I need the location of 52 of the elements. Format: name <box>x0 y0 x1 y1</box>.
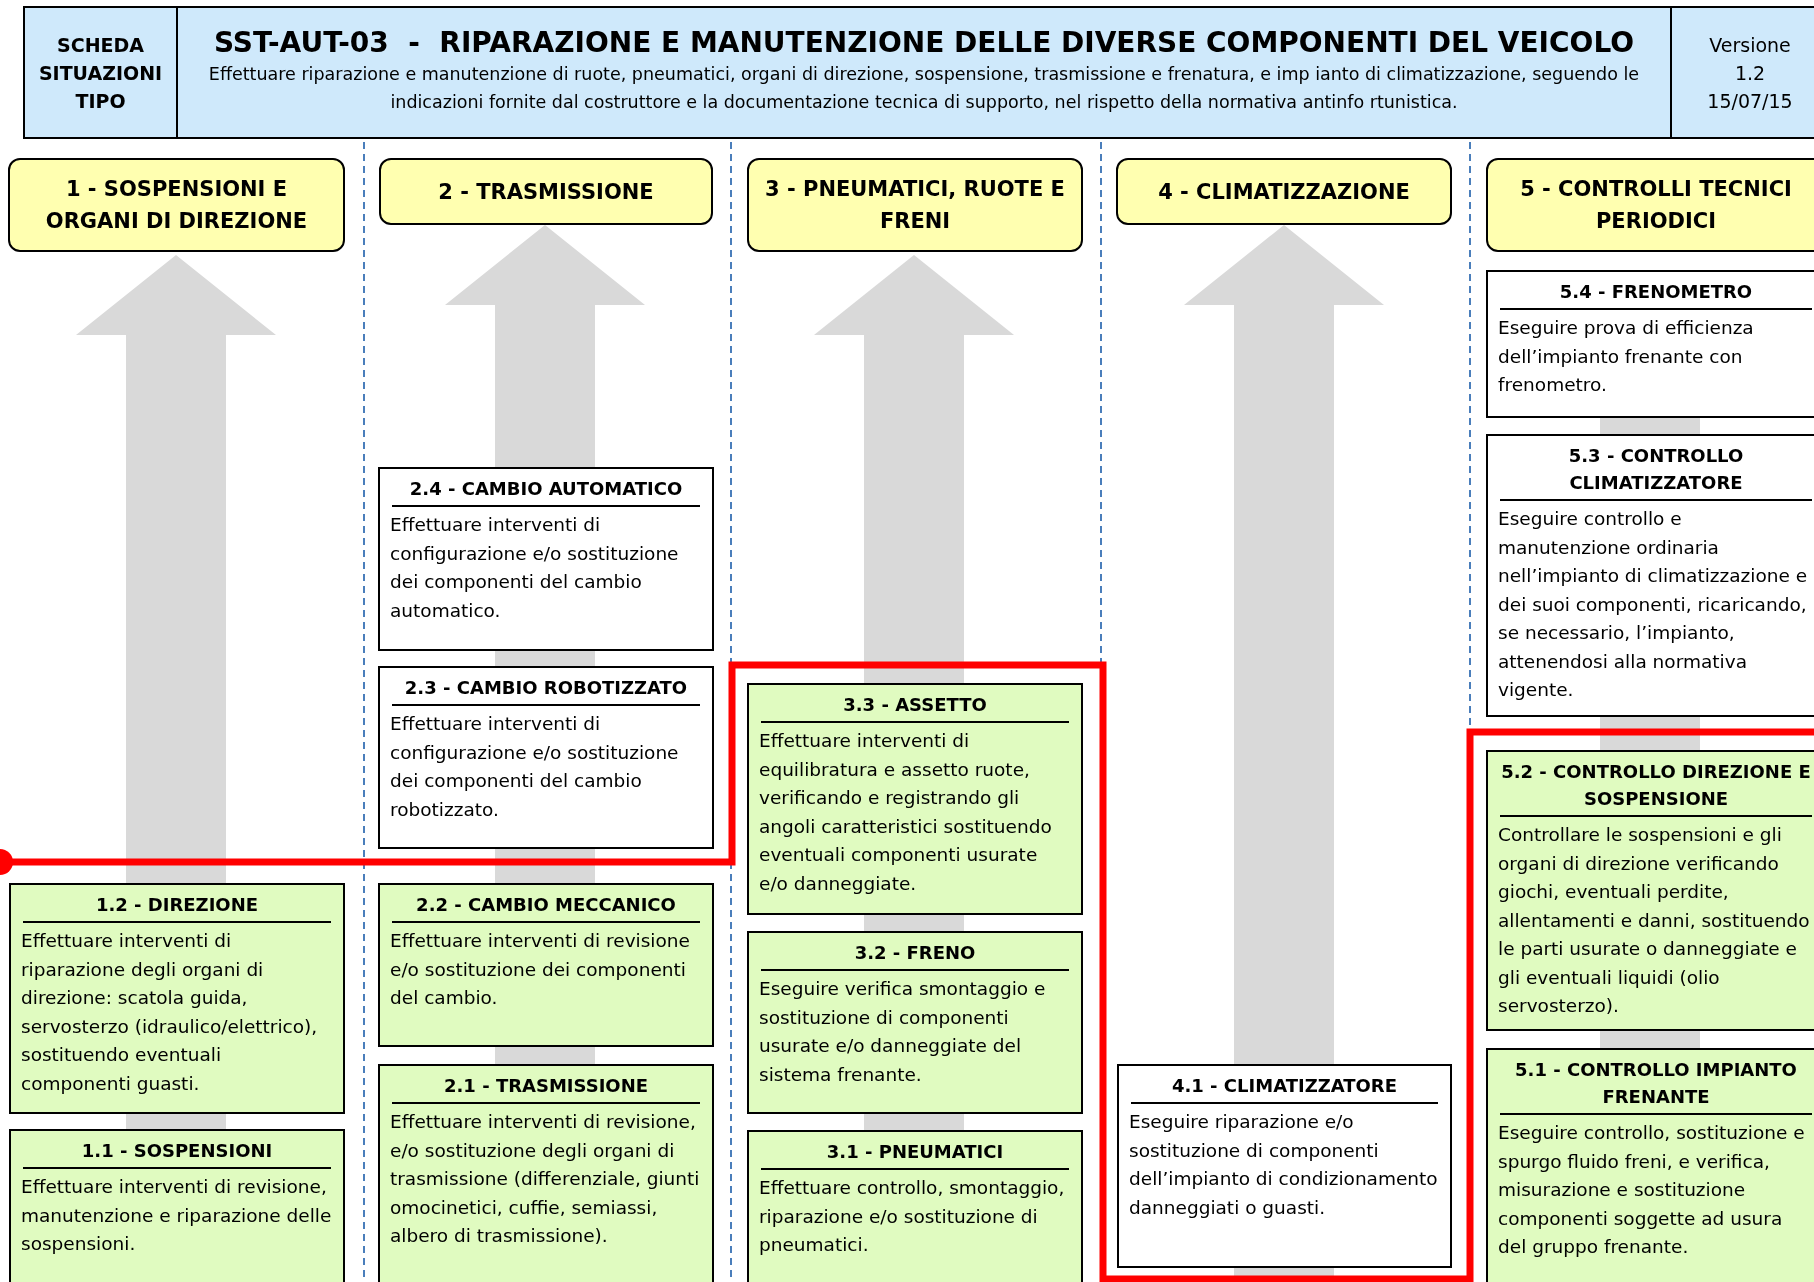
card-heading: 5.4 - FRENOMETRO <box>1500 278 1812 310</box>
card-heading: 5.3 - CONTROLLO CLIMATIZZATORE <box>1500 442 1812 501</box>
card-heading: 2.1 - TRASMISSIONE <box>392 1072 700 1104</box>
card-text: Eseguire verifica smontaggio e sostituzione di componenti usurate e/o danneggiate del sistema frenante. <box>759 977 1047 1087</box>
header-cell: Versione 1.2 15/07/15 <box>1670 6 1814 139</box>
card-text: Effettuare interventi di revisione e/o sostituzione dei componenti del cambio. <box>390 929 691 1010</box>
card-heading: 4.1 - CLIMATIZZATORE <box>1131 1072 1438 1104</box>
card-heading: 5.1 - CONTROLLO IMPIANTO FRENANTE <box>1500 1056 1812 1115</box>
task-card <box>1486 1048 1814 1282</box>
card-text: Eseguire controllo, sostituzione e spurgo fluido freni, e verifica, misurazione e sostituzione componenti soggette ad usura del gruppo frenante. <box>1498 1121 1806 1259</box>
card-heading: 3.1 - PNEUMATICI <box>761 1138 1069 1170</box>
header-cell: SCHEDA SITUAZIONI TIPO <box>23 6 178 139</box>
task-card <box>378 666 714 849</box>
card-text: Eseguire controllo e manutenzione ordinaria nell’impianto di climatizzazione e dei suoi componenti, ricaricando, se necessario, l’impianto, attenendosi alla normativa vigente. <box>1498 507 1809 702</box>
title-cell <box>176 6 1672 139</box>
column-header: 4 - CLIMATIZZAZIONE <box>1116 158 1452 225</box>
task-card <box>378 467 714 651</box>
card-heading: 2.4 - CAMBIO AUTOMATICO <box>392 475 700 507</box>
column-header: 5 - CONTROLLI TECNICI PERIODICI <box>1486 158 1814 252</box>
task-card <box>1486 270 1814 418</box>
task-card <box>747 683 1083 915</box>
card-text: Controllare le sospensioni e gli organi di direzione verificando giochi, eventuali perdite, allentamenti e danni, sostituendo le parti usurate o danneggiate e gli eventuali liquidi (olio servosterzo). <box>1498 823 1811 1018</box>
column-header: 2 - TRASMISSIONE <box>379 158 713 225</box>
card-heading: 1.1 - SOSPENSIONI <box>23 1137 331 1169</box>
task-card <box>1117 1064 1452 1268</box>
task-card <box>9 883 345 1114</box>
card-heading: 5.2 - CONTROLLO DIREZIONE E SOSPENSIONE <box>1500 758 1812 817</box>
card-heading: 2.2 - CAMBIO MECCANICO <box>392 891 700 923</box>
card-heading: 3.3 - ASSETTO <box>761 691 1069 723</box>
task-card <box>1486 750 1814 1031</box>
task-card <box>9 1129 345 1282</box>
card-text: Effettuare interventi di equilibratura e assetto ruote, verificando e registrando gli angoli caratteristici sostituendo eventuali componenti usurate e/o danneggiate. <box>759 729 1053 896</box>
card-text: Effettuare interventi di riparazione degli organi di direzione: scatola guida, servosterzo (idraulico/elettrico), sostituendo eventuali componenti guasti. <box>21 929 319 1096</box>
task-card <box>747 931 1083 1114</box>
card-text: Eseguire prova di efficienza dell’impianto frenante con frenometro. <box>1498 316 1755 397</box>
card-text: Effettuare controllo, smontaggio, riparazione e/o sostituzione di pneumatici. <box>759 1176 1066 1257</box>
card-heading: 2.3 - CAMBIO ROBOTIZZATO <box>392 674 700 706</box>
subtitle: Effettuare riparazione e manutenzione di ruote, pneumatici, organi di direzione, sospensione, trasmissione e frenatura, e imp ianto di climatizzazione, seguendo le indicazioni fornite dal costruttore e la documentazione tecnica di supporto, nel rispetto della normativa antinfo rtunistica. <box>207 63 1641 114</box>
card-heading: 3.2 - FRENO <box>761 939 1069 971</box>
task-card <box>378 883 714 1047</box>
card-text: Effettuare interventi di revisione, e/o sostituzione degli organi di trasmissione (differenziale, giunti omocinetici, cuffie, semiassi, albero di trasmissione). <box>390 1110 701 1248</box>
card-heading: 1.2 - DIREZIONE <box>23 891 331 923</box>
title: SST-AUT-03 - RIPARAZIONE E MANUTENZIONE DELLE DIVERSE COMPONENTI DEL VEICOLO <box>212 26 1636 60</box>
column-header: 1 - SOSPENSIONI E ORGANI DI DIREZIONE <box>8 158 345 252</box>
task-card <box>747 1130 1083 1282</box>
card-text: Eseguire riparazione e/o sostituzione di componenti dell’impianto di condizionamento danneggiati o guasti. <box>1129 1110 1439 1220</box>
card-text: Effettuare interventi di configurazione e/o sostituzione dei componenti del cambio automatico. <box>390 513 680 623</box>
task-card <box>1486 434 1814 717</box>
card-text: Effettuare interventi di revisione, manutenzione e riparazione delle sospensioni. <box>21 1175 333 1256</box>
card-text: Effettuare interventi di configurazione e/o sostituzione dei componenti del cambio robotizzato. <box>390 712 680 822</box>
task-card <box>378 1064 714 1282</box>
column-header: 3 - PNEUMATICI, RUOTE E FRENI <box>747 158 1083 252</box>
